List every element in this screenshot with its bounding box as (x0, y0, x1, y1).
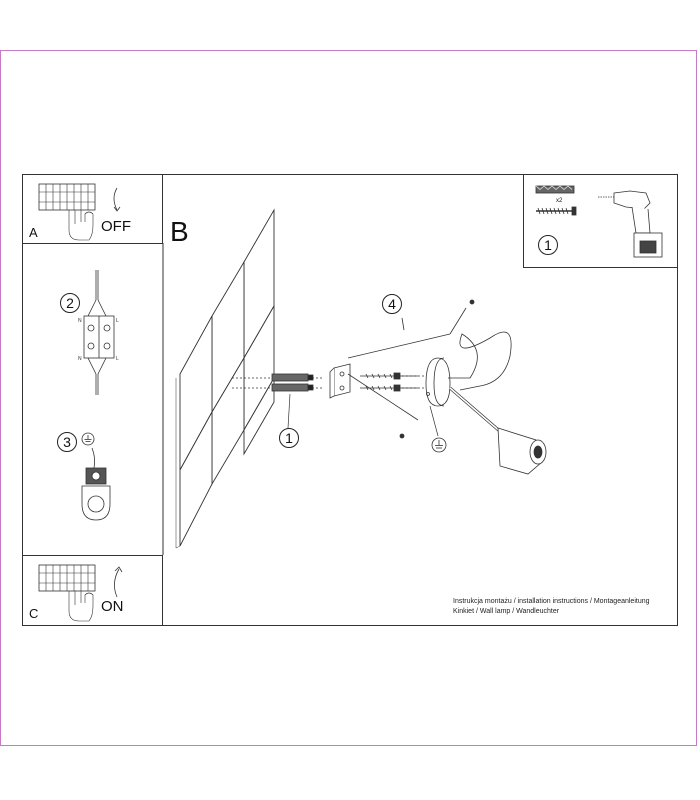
step-2-badge: 2 (60, 293, 80, 313)
left-column-divider (162, 243, 164, 555)
leader-line (287, 393, 291, 429)
wall-plugs-icon (232, 373, 322, 392)
off-label: OFF (101, 218, 131, 235)
mounting-bracket-icon (329, 363, 351, 399)
step-1-badge: 1 (538, 235, 558, 255)
panel-a: A OFF (22, 174, 163, 244)
breaker-off-icon (38, 183, 121, 241)
svg-text:L: L (116, 356, 119, 362)
ground-clamp-icon (81, 447, 111, 521)
ground-symbol-icon (81, 432, 95, 446)
page-border (0, 50, 697, 746)
step-4-badge: 4 (382, 294, 402, 314)
panel-c: C ON (22, 555, 163, 626)
terminal-block-icon: N L N L (78, 270, 119, 395)
wall-lamp-icon (347, 299, 547, 475)
caption-line-1: Instrukcja montażu / installation instru… (453, 598, 650, 605)
panel-letter: A (29, 225, 38, 240)
step-1-mount-badge: 1 (279, 428, 299, 448)
wall-tiles (175, 208, 275, 549)
svg-text:N: N (78, 356, 82, 362)
wall-plug-screw-icon (535, 185, 577, 216)
quantity-label: x2 (556, 198, 563, 204)
step-3-badge: 3 (57, 432, 77, 452)
drill-icon (598, 190, 663, 258)
on-label: ON (101, 598, 124, 615)
caption-line-2: Kinkiet / Wall lamp / Wandleuchter (453, 608, 560, 615)
diagram-frame (22, 174, 678, 626)
panel-letter: C (29, 606, 39, 621)
ground-leader (429, 405, 439, 437)
panel-letter: B (170, 216, 189, 247)
ground-symbol-icon (431, 437, 447, 453)
svg-text:N: N (78, 318, 82, 324)
svg-text:L: L (116, 318, 119, 324)
breaker-on-icon (38, 564, 123, 622)
tools-box: x2 1 (523, 174, 678, 268)
